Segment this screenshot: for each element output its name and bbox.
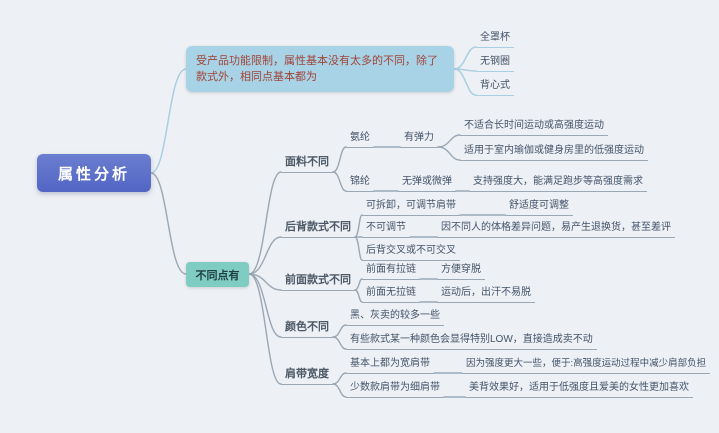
root-node-attribute-analysis[interactable]: 属性分析: [37, 154, 151, 192]
note-not-for-long-or-high-intensity[interactable]: 不适合长时间运动或高强度运动: [460, 119, 608, 136]
topic-color[interactable]: 颜色不同: [281, 320, 333, 338]
node-nylon-inelastic[interactable]: 无弹或微弹: [398, 175, 456, 192]
note-supports-high-intensity[interactable]: 支持强度大，能满足跑步等高强度需求: [469, 175, 647, 192]
topic-back-style[interactable]: 后背款式不同: [281, 220, 355, 238]
note-hard-to-remove-after-sweat[interactable]: 运动后，出汗不易脱: [437, 286, 535, 303]
note-return-risk[interactable]: 因不同人的体格差异问题，易产生退换货，甚至差评: [437, 221, 675, 238]
node-detachable-strap[interactable]: 可拆卸，可调节肩带: [362, 199, 460, 216]
node-non-adjustable[interactable]: 不可调节: [362, 221, 410, 238]
node-wide-strap[interactable]: 基本上都为宽肩带: [346, 357, 434, 374]
node-back-cross[interactable]: 后背交叉或不可交叉: [362, 244, 460, 261]
topic-front-style[interactable]: 前面款式不同: [281, 273, 355, 291]
node-spandex-elastic[interactable]: 有弹力: [400, 131, 438, 148]
node-front-no-zipper[interactable]: 前面无拉链: [362, 286, 420, 303]
branch-differences[interactable]: 不同点有: [186, 262, 249, 287]
node-no-underwire[interactable]: 无钢圈: [476, 55, 514, 72]
node-thin-strap[interactable]: 少数款肩带为细肩带: [346, 381, 444, 398]
topic-strap-width[interactable]: 肩带宽度: [281, 367, 333, 385]
branch-common-points[interactable]: 受产品功能限制，属性基本没有太多的不同，除了款式外，相同点基本都为: [186, 46, 454, 92]
note-black-gray-sell-more[interactable]: 黑、灰卖的较多一些: [346, 309, 444, 326]
node-front-zipper[interactable]: 前面有拉链: [362, 263, 420, 280]
note-low-color-unsellable[interactable]: 有些款式某一种颜色会显得特别LOW，直接造成卖不动: [346, 333, 597, 350]
topic-fabric[interactable]: 面料不同: [281, 155, 333, 173]
note-for-indoor-yoga-low-intensity[interactable]: 适用于室内瑜伽或健身房里的低强度运动: [460, 144, 648, 161]
note-comfort-adjustable[interactable]: 舒适度可调整: [505, 199, 573, 216]
note-easy-to-wear[interactable]: 方便穿脱: [437, 263, 485, 280]
note-thin-strap-benefit[interactable]: 美背效果好，适用于低强度且爱美的女性更加喜欢: [465, 381, 693, 398]
node-full-cup[interactable]: 全罩杯: [476, 31, 514, 48]
note-wide-strap-reason[interactable]: 因为强度更大一些，便于:高强度运动过程中减少肩部负担: [462, 357, 711, 374]
node-spandex[interactable]: 氨纶: [346, 131, 374, 148]
node-nylon[interactable]: 锦纶: [346, 175, 374, 192]
node-vest-style[interactable]: 背心式: [476, 79, 514, 96]
